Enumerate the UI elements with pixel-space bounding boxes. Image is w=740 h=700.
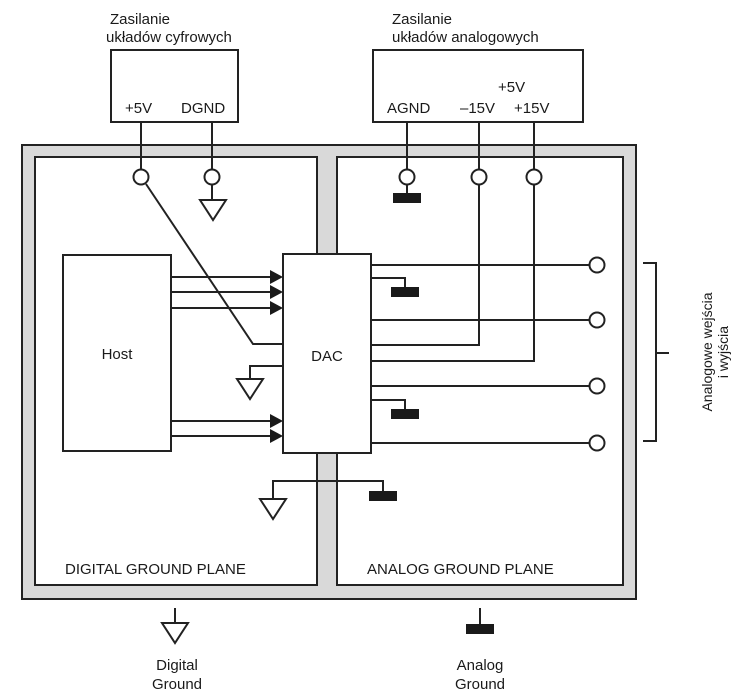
arrow-icon <box>270 301 283 315</box>
io-bracket-label-line1: Analogowe wejścia <box>699 292 715 411</box>
pin-plus15v <box>525 168 543 186</box>
wire-dac-dgnd <box>249 365 283 379</box>
analog-supply-pin-agnd: AGND <box>387 100 431 117</box>
pin-agnd <box>398 168 416 186</box>
arrow-icon <box>270 429 283 443</box>
legend-analog-ground-icon <box>466 624 494 634</box>
analog-supply-pin-minus15v: –15V <box>460 100 495 117</box>
wire-dac-agnd-2 <box>371 399 406 410</box>
wire-5v-to-dac <box>145 183 283 345</box>
analog-ground-icon <box>369 491 397 501</box>
analog-io-terminal <box>588 377 606 395</box>
analog-supply-title-line1: Zasilanie <box>392 11 452 28</box>
io-bracket-label-line2: i wyjścia <box>715 326 731 378</box>
arrow-icon <box>270 270 283 284</box>
analog-supply-title-line2: układów analogowych <box>392 29 539 46</box>
host-block <box>62 254 172 452</box>
digital-supply-pin-5v: +5V <box>125 100 152 117</box>
wire-plus15v-to-dac <box>371 184 535 362</box>
arrow-icon <box>270 414 283 428</box>
pin-digital-5v <box>132 168 150 186</box>
digital-supply-title-line1: Zasilanie <box>110 11 170 28</box>
analog-io-terminal <box>588 434 606 452</box>
digital-ground-icon <box>258 498 288 521</box>
digital-ground-icon <box>235 378 265 401</box>
legend-digital-ground-label-line2: Ground <box>152 676 202 693</box>
legend-digital-ground-label-line1: Digital <box>156 657 198 674</box>
analog-ground-plane-label: ANALOG GROUND PLANE <box>367 561 554 578</box>
digital-supply-title-line2: układów cyfrowych <box>106 29 232 46</box>
arrow-icon <box>270 285 283 299</box>
digital-supply-box <box>110 49 239 123</box>
legend-digital-ground-icon <box>160 622 190 645</box>
wire-star-ground <box>272 480 384 499</box>
pin-dgnd <box>203 168 221 186</box>
pin-minus15v <box>470 168 488 186</box>
dac-block <box>282 253 372 454</box>
digital-ground-icon <box>198 199 228 222</box>
analog-ground-icon <box>391 287 419 297</box>
host-label: Host <box>102 346 134 363</box>
legend-analog-ground-label-line1: Analog <box>457 657 504 674</box>
analog-io-terminal <box>588 311 606 329</box>
digital-ground-plane-label: DIGITAL GROUND PLANE <box>65 561 246 578</box>
analog-ground-icon <box>391 409 419 419</box>
analog-supply-pin-5v: +5V <box>498 79 525 96</box>
wire-dac-agnd-1 <box>371 277 406 288</box>
legend-analog-ground-label-line2: Ground <box>455 676 505 693</box>
analog-ground-icon <box>393 193 421 203</box>
wire-minus15v-to-dac <box>371 184 480 346</box>
analog-supply-box <box>372 49 584 123</box>
analog-supply-pin-plus15v: +15V <box>514 100 549 117</box>
dac-label: DAC <box>311 348 343 365</box>
digital-supply-pin-dgnd: DGND <box>181 100 225 117</box>
io-bracket <box>643 262 657 442</box>
analog-io-terminal <box>588 256 606 274</box>
